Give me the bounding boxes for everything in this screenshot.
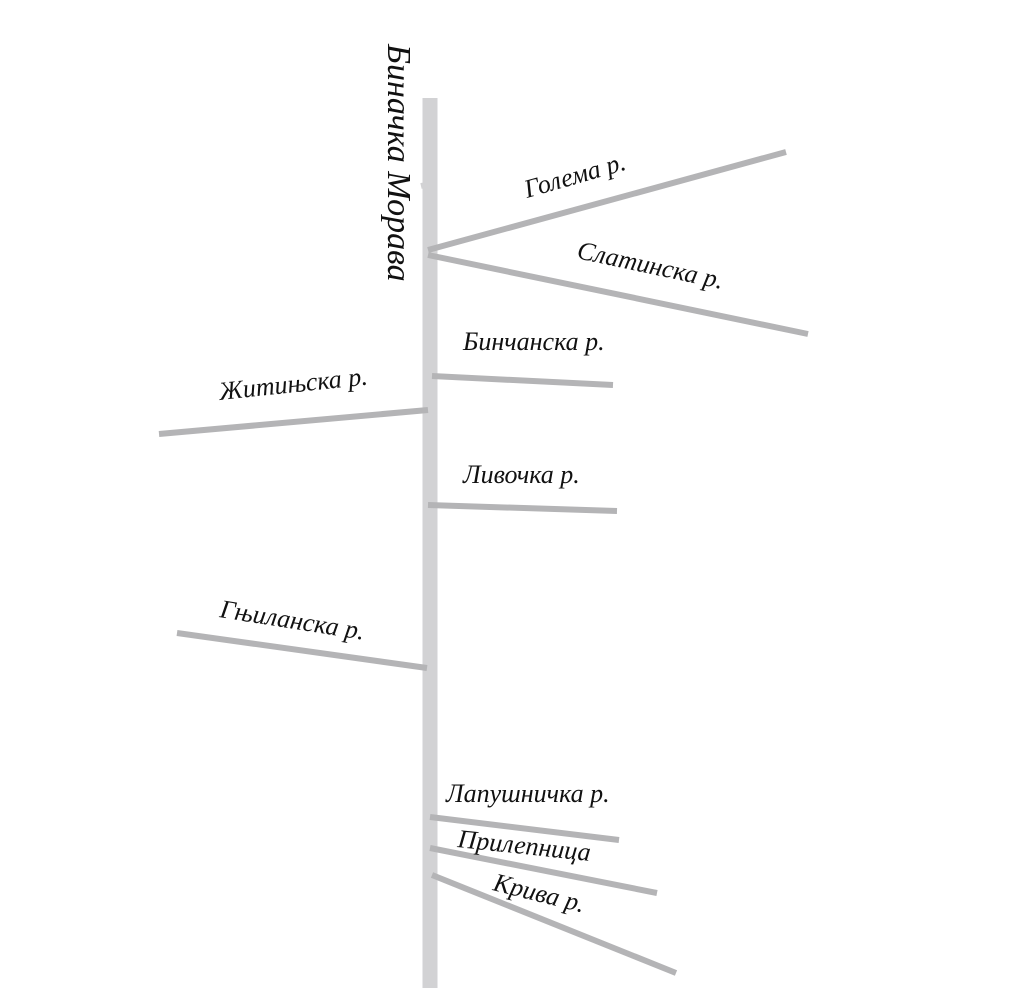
label-prilepnica: Прилепница — [455, 824, 592, 867]
tributary-livochka — [427, 502, 618, 514]
label-gnjilanska: Гњиланска р. — [217, 594, 367, 646]
tributary-gnjilanska — [176, 630, 428, 671]
tributary-kriva — [430, 872, 678, 976]
tributary-lapushnichka — [429, 814, 620, 843]
label-livochka: Ливочка р. — [462, 460, 580, 489]
tributary-slatinska — [427, 252, 809, 337]
main-river-stub — [420, 181, 431, 189]
label-zhitinjska: Житињска р. — [217, 362, 369, 407]
tributary-prilepnica — [429, 845, 658, 896]
label-binchanska: Бинчанска р. — [462, 327, 605, 356]
tributary-zhitinjska — [158, 407, 429, 437]
main-river-label: Биначка Морава — [380, 43, 417, 282]
tributary-binchanska — [431, 373, 614, 388]
label-slatinska: Слатинска р. — [575, 236, 727, 295]
label-lapushnichka: Лапушничка р. — [445, 779, 610, 808]
label-golema: Голема р. — [520, 147, 629, 204]
tributary-golema — [427, 149, 787, 253]
